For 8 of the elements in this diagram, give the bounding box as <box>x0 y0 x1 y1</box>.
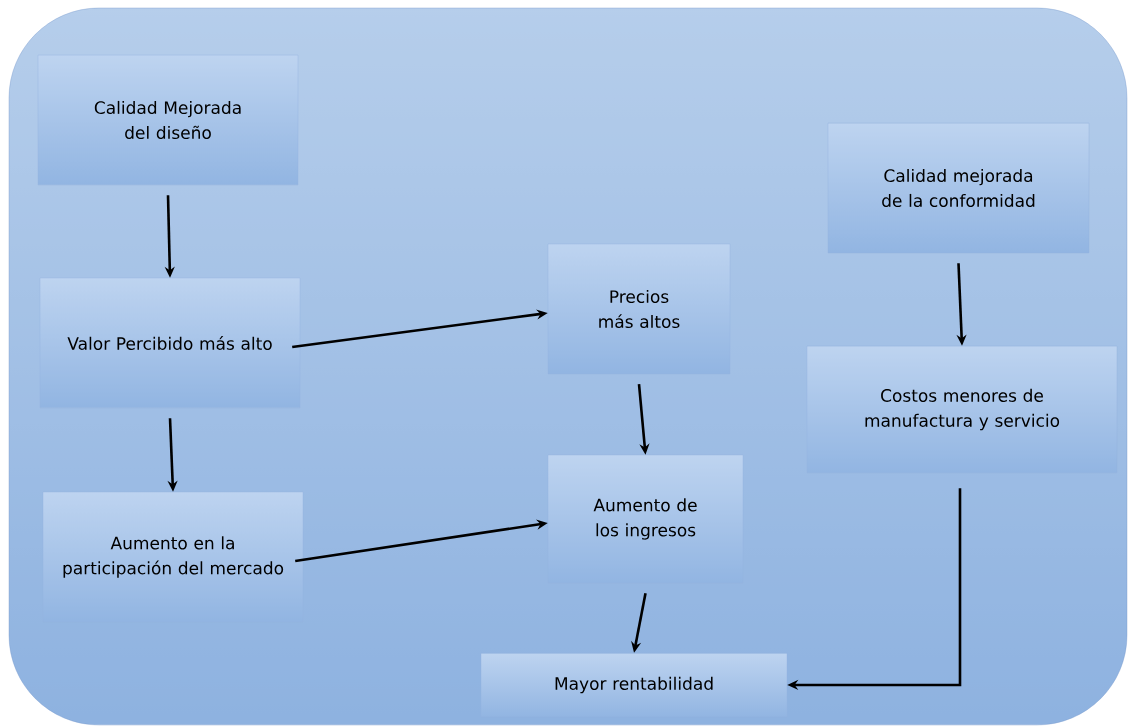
process-box: Calidad Mejorada del diseño <box>37 54 299 186</box>
process-box: Calidad mejorada de la conformidad <box>827 122 1090 254</box>
process-box: Aumento en la participación del mercado <box>42 491 304 623</box>
process-box: Mayor rentabilidad <box>480 652 788 718</box>
process-box: Precios más altos <box>547 243 731 375</box>
process-box: Costos menores de manufactura y servicio <box>806 345 1118 474</box>
process-box: Valor Percibido más alto <box>39 277 301 409</box>
process-box: Aumento de los ingresos <box>547 454 744 584</box>
